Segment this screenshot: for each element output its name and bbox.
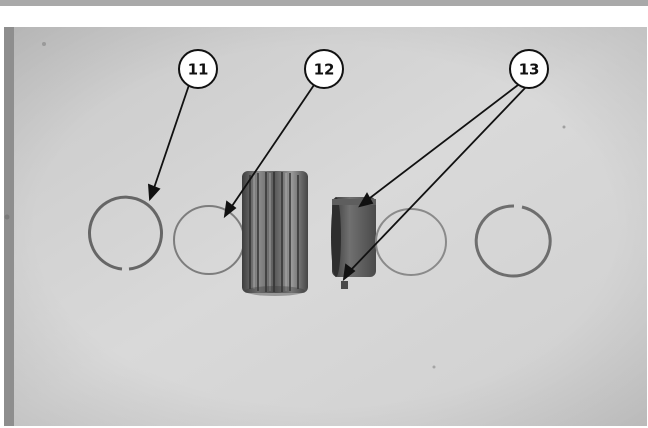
leader-line-11 xyxy=(152,84,190,192)
callout-11: 11 xyxy=(178,49,218,89)
top-divider xyxy=(0,0,648,6)
snap-ring-left xyxy=(88,195,163,271)
leader-line-12 xyxy=(229,84,315,210)
leader-line-13b xyxy=(348,86,527,273)
arrowhead-11 xyxy=(147,183,161,202)
callout-12-label: 12 xyxy=(314,61,335,79)
arrowhead-12 xyxy=(223,200,237,219)
thin-ring-right xyxy=(375,208,447,276)
callout-12: 12 xyxy=(304,49,344,89)
photo-left-edge xyxy=(4,27,14,426)
leader-line-13a xyxy=(365,84,519,202)
bushing xyxy=(331,197,376,277)
gear xyxy=(242,171,308,296)
callout-13-label: 13 xyxy=(519,61,540,79)
arrowhead-13a xyxy=(358,192,374,208)
arrowhead-13b xyxy=(342,263,356,282)
pin xyxy=(341,281,348,289)
parts-photo: 11 12 13 xyxy=(4,27,647,426)
callout-13: 13 xyxy=(509,49,549,89)
callout-11-label: 11 xyxy=(188,61,209,79)
snap-ring-right xyxy=(474,204,552,278)
